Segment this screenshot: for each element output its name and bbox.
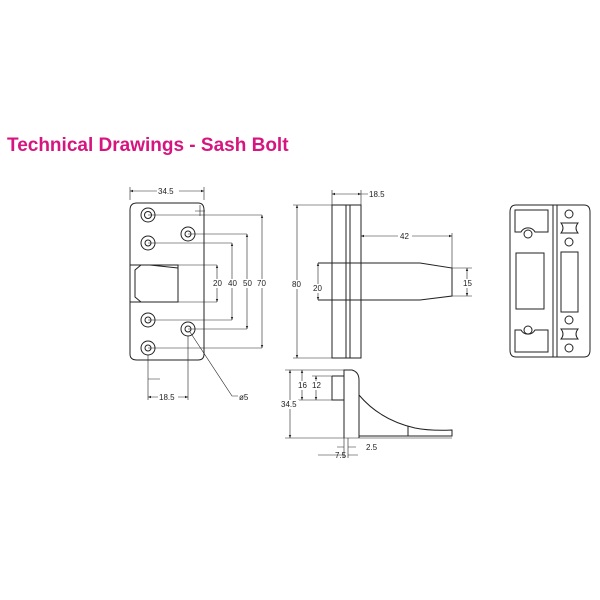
dim-width: 34.5 xyxy=(158,187,174,196)
dim-thickness: 18.5 xyxy=(369,190,385,199)
dim-height: 80 xyxy=(292,280,301,289)
dim-hole-offset: 18.5 xyxy=(159,393,175,402)
dim-inner: 12 xyxy=(312,381,321,390)
keep-view xyxy=(509,204,591,358)
page-title: Technical Drawings - Sash Bolt xyxy=(7,135,289,156)
dim-upper: 16 xyxy=(298,381,307,390)
dim-plate: 2.5 xyxy=(366,443,378,452)
dim-outer-holes: 70 xyxy=(257,279,266,288)
side-view: 18.5 80 42 20 15 xyxy=(291,190,474,359)
dim-slot: 20 xyxy=(213,279,222,288)
dim-hole-diameter: ø5 xyxy=(239,393,249,402)
dim-bolt-throw: 42 xyxy=(400,232,409,241)
front-view: 34.5 20 40 50 70 18.5 ø5 xyxy=(129,186,267,402)
bottom-view: 34.5 16 12 2.5 7.5 xyxy=(281,369,453,460)
dim-offset-holes: 50 xyxy=(243,279,252,288)
dim-bolt-tip: 15 xyxy=(463,279,472,288)
dim-offset: 7.5 xyxy=(335,451,347,460)
dim-bottom-height: 34.5 xyxy=(281,400,297,409)
dim-inner-holes: 40 xyxy=(228,279,237,288)
dim-bolt-height: 20 xyxy=(313,284,322,293)
